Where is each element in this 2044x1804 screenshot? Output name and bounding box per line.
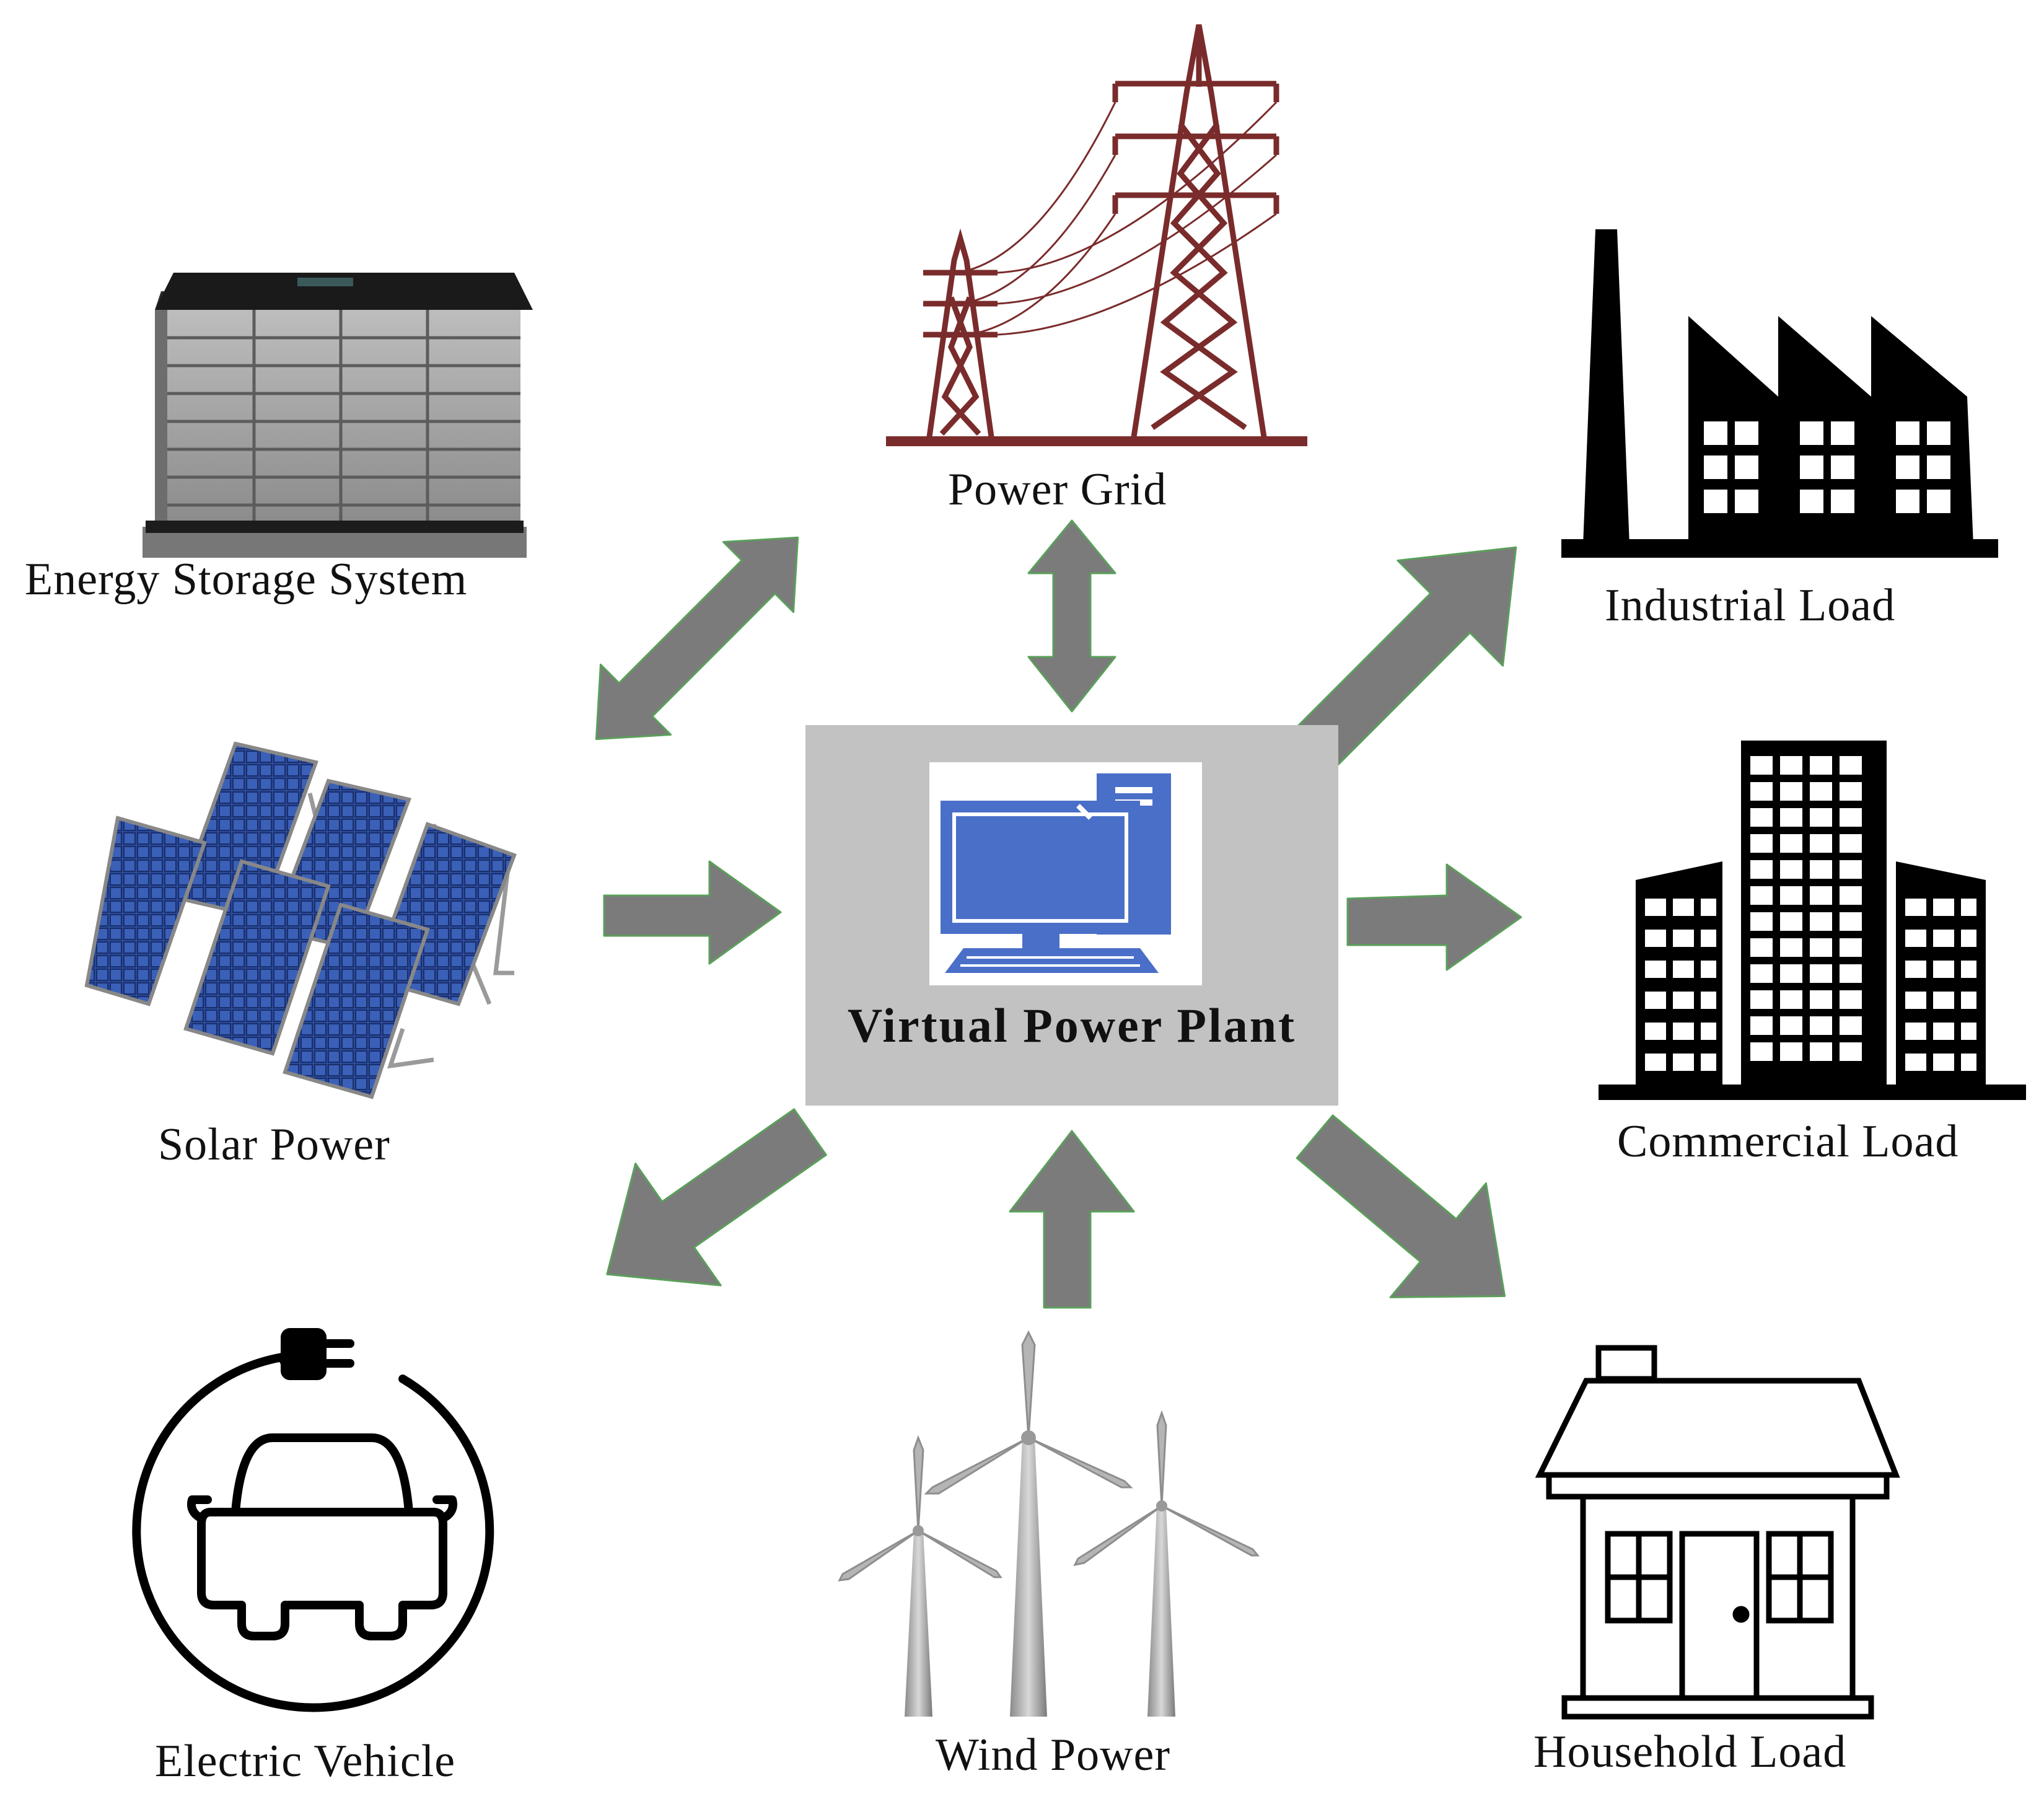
wind-turbine-icon	[838, 1330, 1260, 1717]
label-energy-storage: Energy Storage System	[25, 554, 468, 605]
arrow-solar-power	[603, 860, 782, 965]
label-power-grid: Power Grid	[948, 464, 1167, 515]
arrow-wind-power	[1009, 1130, 1135, 1309]
factory-icon	[1561, 229, 1998, 558]
transmission-tower-icon	[886, 24, 1307, 446]
house-icon	[1535, 1345, 1900, 1720]
arrow-energy-storage	[595, 536, 799, 741]
solar-panel-icon	[84, 741, 517, 1099]
battery-rack-icon	[143, 273, 533, 558]
label-electric-vehicle: Electric Vehicle	[155, 1736, 456, 1787]
label-solar-power: Solar Power	[158, 1119, 390, 1170]
arrow-electric-vehicle	[606, 1108, 827, 1287]
label-commercial-load: Commercial Load	[1617, 1116, 1959, 1167]
arrow-commercial-load	[1346, 863, 1522, 971]
virtual-power-plant-label: Virtual Power Plant	[847, 998, 1297, 1052]
office-building-icon	[1599, 741, 2026, 1100]
desktop-computer-icon	[929, 762, 1202, 985]
label-wind-power: Wind Power	[936, 1730, 1171, 1780]
arrow-household-load	[1296, 1114, 1506, 1298]
arrow-power-grid	[1027, 519, 1116, 713]
label-industrial-load: Industrial Load	[1605, 580, 1896, 631]
virtual-power-plant-box: Virtual Power Plant	[805, 725, 1338, 1106]
label-household-load: Household Load	[1533, 1727, 1847, 1777]
electric-car-plug-icon	[132, 1328, 494, 1712]
